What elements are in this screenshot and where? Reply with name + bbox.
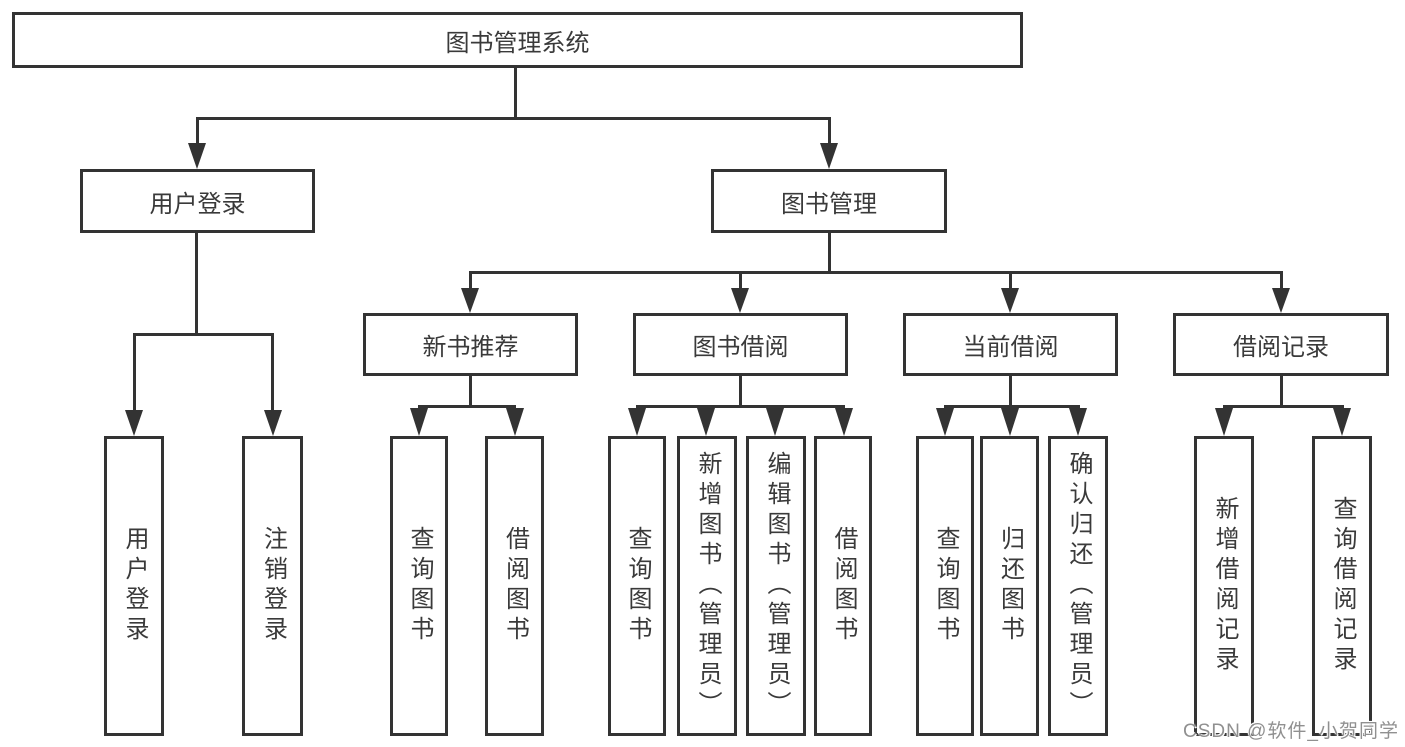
connector-line xyxy=(828,117,831,145)
connector-line xyxy=(195,233,198,336)
arrow-down-icon xyxy=(1333,408,1351,436)
leaf-borrow-books: 借阅图书 xyxy=(814,436,872,736)
connector-line xyxy=(828,233,831,274)
arrow-down-icon xyxy=(697,408,715,436)
arrow-down-icon xyxy=(264,410,282,436)
leaf-label: 查询图书 xyxy=(932,526,959,646)
leaf-label: 查询借阅记录 xyxy=(1329,496,1356,676)
connector-line xyxy=(271,333,274,412)
node-book-management: 图书管理 xyxy=(711,169,947,233)
leaf-label: 确认归还（管理员） xyxy=(1065,451,1092,721)
leaf-add-borrow-record: 新增借阅记录 xyxy=(1194,436,1254,736)
arrow-down-icon xyxy=(731,288,749,313)
node-label: 新书推荐 xyxy=(422,334,519,361)
connector-line xyxy=(196,117,199,145)
node-label: 图书管理 xyxy=(781,190,877,218)
node-borrow-records: 借阅记录 xyxy=(1173,313,1389,376)
node-label: 当前借阅 xyxy=(962,334,1059,361)
connector-line xyxy=(514,68,517,120)
arrow-down-icon xyxy=(188,143,206,169)
connector-line xyxy=(418,405,516,408)
leaf-return-books: 归还图书 xyxy=(980,436,1039,736)
leaf-query-books: 查询图书 xyxy=(390,436,448,736)
leaf-label: 归还图书 xyxy=(996,526,1024,646)
leaf-label: 借阅图书 xyxy=(830,526,857,646)
node-library-management-system: 图书管理系统 xyxy=(12,12,1023,68)
leaf-edit-books-admin: 编辑图书（管理员） xyxy=(746,436,806,736)
arrow-down-icon xyxy=(461,288,479,313)
arrow-down-icon xyxy=(820,143,838,169)
arrow-down-icon xyxy=(835,408,853,436)
leaf-borrow-books: 借阅图书 xyxy=(485,436,544,736)
connector-line xyxy=(636,405,845,408)
connector-line xyxy=(739,376,742,408)
node-label: 图书管理系统 xyxy=(445,29,590,57)
leaf-logout: 注销登录 xyxy=(242,436,303,736)
arrow-down-icon xyxy=(1001,288,1019,313)
leaf-add-books-admin: 新增图书（管理员） xyxy=(677,436,737,736)
leaf-label: 查询图书 xyxy=(406,526,433,646)
arrow-down-icon xyxy=(125,410,143,436)
node-label: 借阅记录 xyxy=(1233,334,1329,361)
leaf-label: 查询图书 xyxy=(624,526,651,646)
leaf-confirm-return-admin: 确认归还（管理员） xyxy=(1048,436,1108,736)
connector-line xyxy=(133,333,136,412)
csdn-watermark: CSDN @软件_小贺同学 xyxy=(1183,721,1399,742)
arrow-down-icon xyxy=(1069,408,1087,436)
arrow-down-icon xyxy=(1215,408,1233,436)
arrow-down-icon xyxy=(628,408,646,436)
leaf-label: 编辑图书（管理员） xyxy=(763,451,790,721)
node-label: 用户登录 xyxy=(149,190,246,218)
node-book-borrow: 图书借阅 xyxy=(633,313,848,376)
leaf-label: 借阅图书 xyxy=(501,526,529,646)
leaf-label: 新增图书（管理员） xyxy=(694,451,721,721)
connector-line xyxy=(1009,376,1012,408)
arrow-down-icon xyxy=(936,408,954,436)
node-label: 图书借阅 xyxy=(692,334,789,361)
arrow-down-icon xyxy=(506,408,524,436)
leaf-label: 用户登录 xyxy=(121,526,148,646)
connector-line xyxy=(469,271,1283,274)
arrow-down-icon xyxy=(1272,288,1290,313)
connector-line xyxy=(133,333,274,336)
connector-line xyxy=(739,271,742,290)
connector-line xyxy=(469,376,472,408)
leaf-label: 新增借阅记录 xyxy=(1211,496,1238,676)
node-current-borrow: 当前借阅 xyxy=(903,313,1118,376)
node-new-book-recommend: 新书推荐 xyxy=(363,313,578,376)
connector-line xyxy=(944,405,1080,408)
arrow-down-icon xyxy=(1001,408,1019,436)
connector-line xyxy=(1280,271,1283,290)
connector-line xyxy=(1009,271,1012,290)
leaf-query-books: 查询图书 xyxy=(608,436,666,736)
leaf-label: 注销登录 xyxy=(259,526,287,646)
leaf-query-books: 查询图书 xyxy=(916,436,974,736)
connector-line xyxy=(1280,376,1283,408)
leaf-query-borrow-record: 查询借阅记录 xyxy=(1312,436,1372,736)
leaf-user-login: 用户登录 xyxy=(104,436,164,736)
arrow-down-icon xyxy=(410,408,428,436)
node-user-login: 用户登录 xyxy=(80,169,315,233)
connector-line xyxy=(196,117,831,120)
arrow-down-icon xyxy=(766,408,784,436)
connector-line xyxy=(1223,405,1344,408)
connector-line xyxy=(469,271,472,290)
